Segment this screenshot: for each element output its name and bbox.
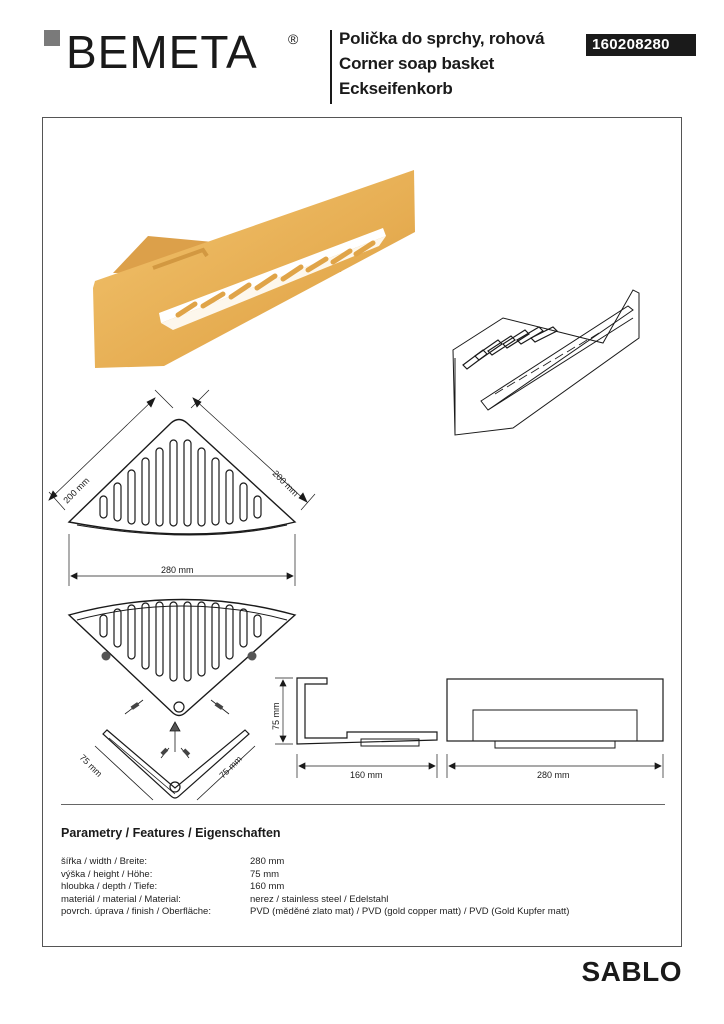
title-de: Eckseifenkorb [339,79,453,98]
parameters-section: Parametry / Features / Eigenschaften šíř… [61,826,661,919]
dim-side-height: 75 mm [271,702,281,730]
title-divider [330,30,332,104]
title-cz: Polička do sprchy, rohová [339,29,545,48]
front-view [446,678,664,778]
param-value: 75 mm [250,868,280,880]
side-view [275,677,438,778]
series-name: SABLO [581,956,682,987]
param-label: výška / height / Höhe: [61,868,153,880]
product-code-badge: 160208280 [586,34,696,56]
parameters-table: šířka / width / Breite: 280 mm výška / h… [61,856,569,919]
param-label: materiál / material / Material: [61,893,181,905]
dim-front-width: 280 mm [537,770,570,780]
dim-mount-left: 75 mm [78,752,105,779]
brand-logo: BEMETA ® [44,26,304,78]
param-value: 160 mm [250,881,285,893]
title-en: Corner soap basket [339,54,495,73]
product-render [93,170,415,368]
table-row: výška / height / Höhe: 75 mm [61,869,569,882]
top-view [48,389,316,586]
dim-side-depth: 160 mm [350,770,383,780]
param-label: povrch. úprava / finish / Oberfläche: [61,906,211,918]
dim-top-width: 280 mm [161,565,194,575]
registered-mark: ® [288,31,299,47]
technical-drawing: 200 mm 200 mm 280 mm [48,170,664,801]
parameters-heading: Parametry / Features / Eigenschaften [61,826,281,840]
param-value: PVD (měděné zlato mat) / PVD (gold coppe… [250,906,570,918]
table-row: šířka / width / Breite: 280 mm [61,856,569,869]
table-row: materiál / material / Material: nerez / … [61,894,569,907]
param-label: šířka / width / Breite: [61,856,148,867]
line-art-view [452,289,640,436]
table-row: hloubka / depth / Tiefe: 160 mm [61,881,569,894]
bottom-view [67,598,297,717]
content-frame: 200 mm 200 mm 280 mm [42,117,682,947]
product-titles: Polička do sprchy, rohová Corner soap ba… [339,26,545,101]
param-label: hloubka / depth / Tiefe: [61,881,158,893]
mount-view [94,699,256,801]
param-value: nerez / stainless steel / Edelstahl [250,893,389,905]
brand-name: BEMETA [66,26,258,76]
table-row: povrch. úprava / finish / Oberfläche: PV… [61,906,569,919]
section-divider [61,804,665,805]
param-value: 280 mm [250,856,285,867]
dim-top-left: 200 mm [61,475,91,505]
dim-top-right: 200 mm [271,468,301,498]
bemeta-logo-graphic: BEMETA ® [44,26,299,78]
